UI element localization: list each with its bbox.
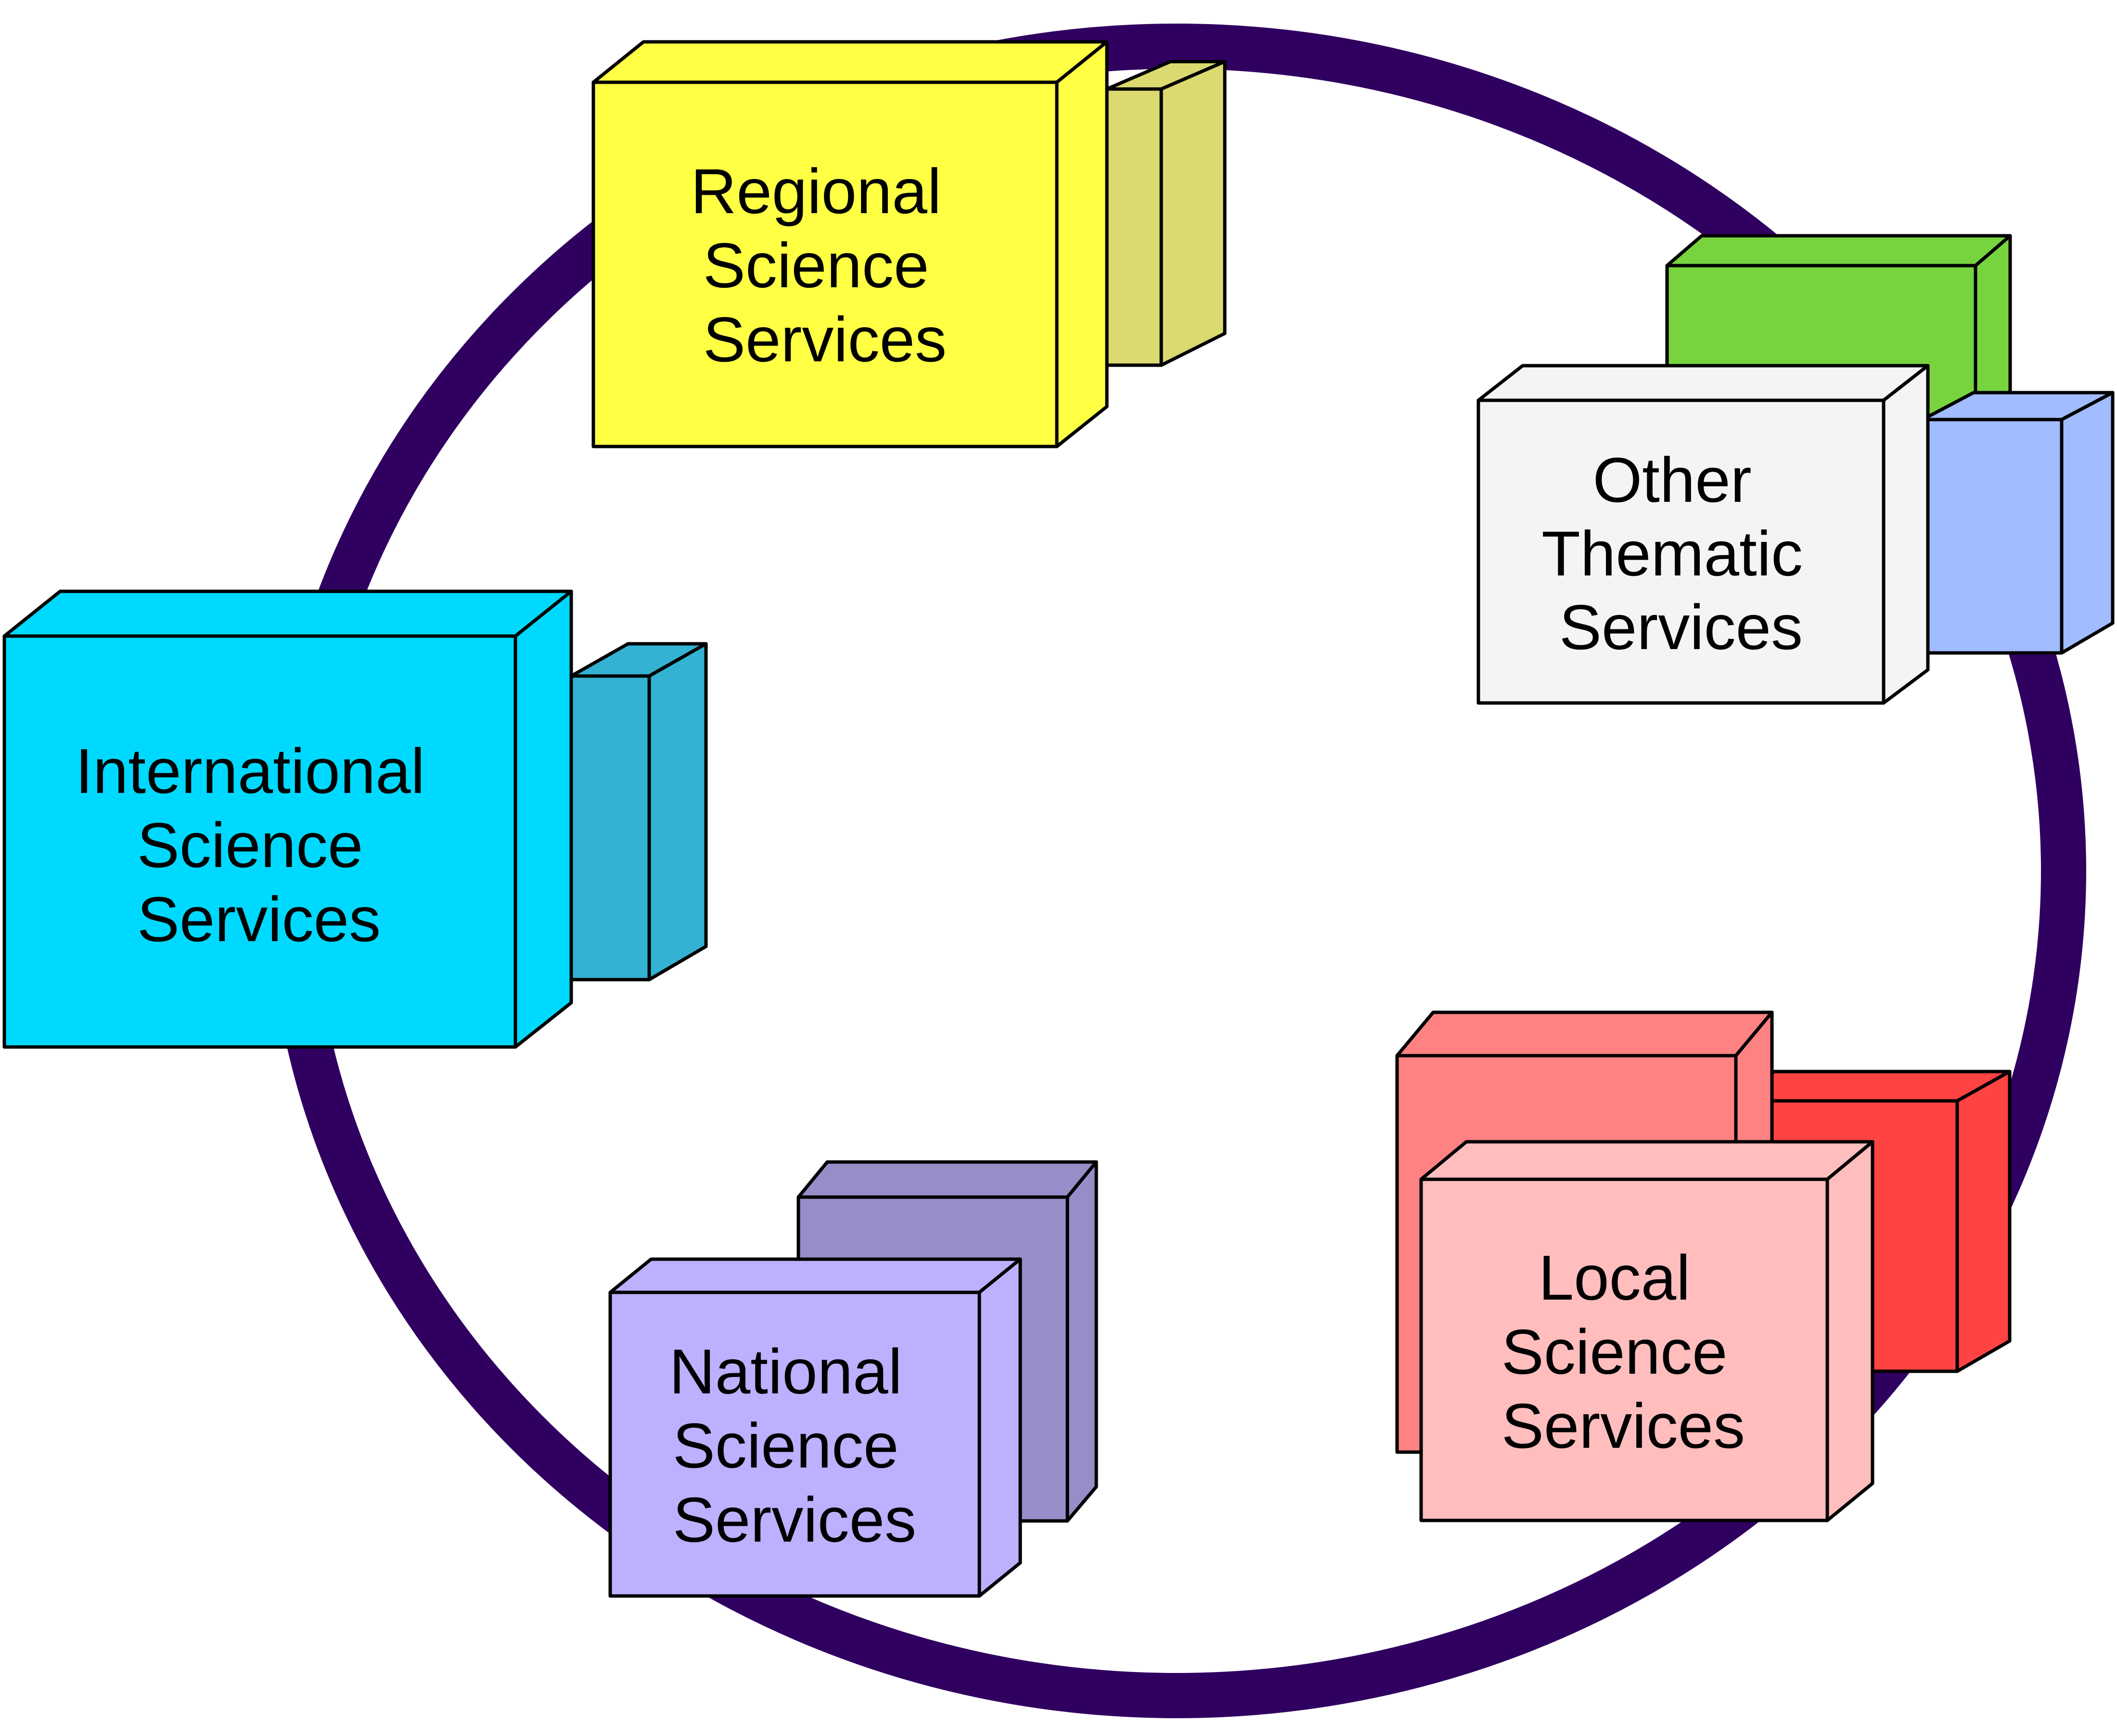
local-science-services: Local Science Services [1395,1010,2012,1522]
thematic-blue-side [2060,391,2115,655]
local-red-side [1955,1070,2012,1373]
international-label-line-3: Services [137,884,381,955]
international-back-cube [569,642,708,982]
regional-front-cube [591,40,1109,448]
local-label: Local Science Services [1501,1242,1745,1461]
thematic-label-line-2: Thematic [1541,518,1803,589]
national-label-line-1: National [669,1336,902,1407]
local-front-side [1825,1140,1874,1522]
regional-front-face [591,80,1059,448]
thematic-label-line-1: Other [1593,445,1752,515]
local-label-line-2: Science [1501,1316,1728,1387]
international-front-face [2,634,517,1049]
thematic-front-cube [1476,364,1930,705]
thematic-front-side [1882,364,1930,705]
regional-front-top [591,40,1109,84]
regional-back-cube [1105,60,1227,367]
international-front-side [513,589,573,1049]
regional-label-line-1: Regional [691,156,941,227]
international-label-line-1: International [75,736,425,806]
national-front-face [608,1290,981,1598]
international-label: International Science Services [75,736,442,955]
national-front-side [977,1257,1022,1598]
local-label-line-1: Local [1539,1242,1691,1313]
other-thematic-services: Other Thematic Services [1476,234,2115,705]
thematic-green-top [1665,234,2012,268]
regional-front-side [1055,40,1109,448]
thematic-blue-face [1921,418,2064,655]
local-front-face [1419,1177,1829,1522]
national-label: National Science Services [669,1336,920,1555]
national-label-line-3: Services [673,1484,916,1555]
national-science-services: National Science Services [608,1160,1098,1598]
regional-back-side [1159,60,1227,367]
international-front-top [2,589,573,638]
international-front-cube [2,589,573,1049]
thematic-label-line-3: Services [1559,592,1803,663]
thematic-front-face [1476,398,1886,705]
thematic-front-top [1476,364,1930,402]
national-front-top [608,1257,1022,1294]
local-label-line-3: Services [1501,1391,1745,1461]
international-label-line-2: Science [137,810,363,881]
international-back-side [647,642,708,982]
national-front-cube [608,1257,1022,1598]
regional-label: Regional Science Services [691,156,959,375]
regional-label-line-2: Science [703,230,929,301]
national-back-top [796,1160,1098,1199]
regional-science-services: Regional Science Services [591,40,1227,448]
thematic-blue-cube [1921,391,2115,655]
international-science-services: International Science Services [2,589,708,1049]
regional-back-front [1105,87,1163,367]
international-back-front [569,674,651,982]
national-back-side [1065,1160,1098,1523]
local-front-top [1419,1140,1874,1181]
local-pink-top [1395,1010,1774,1058]
regional-label-line-3: Services [703,304,947,375]
local-front-cube [1419,1140,1874,1522]
thematic-label: Other Thematic Services [1541,445,1821,663]
national-label-line-2: Science [673,1410,899,1481]
